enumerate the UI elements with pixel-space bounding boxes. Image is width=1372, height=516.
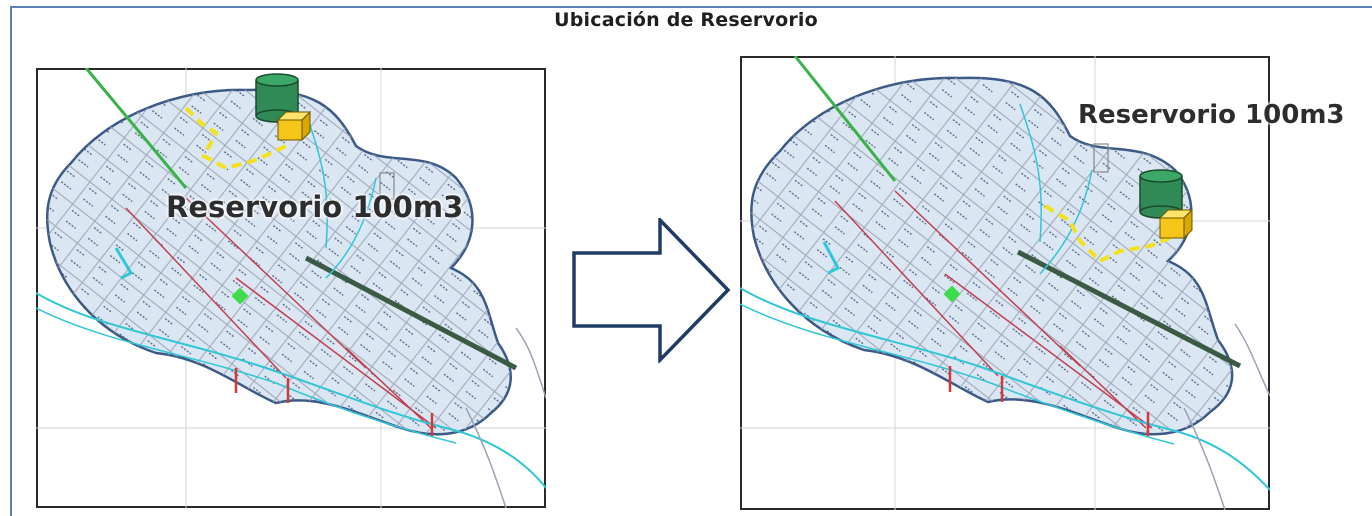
page-title: Ubicación de Reservorio	[554, 9, 818, 31]
transition-arrow	[570, 215, 735, 367]
river	[36, 292, 546, 489]
right-arrow-icon	[572, 215, 731, 365]
conduction-line	[1043, 204, 1171, 264]
valve-box-icon	[276, 110, 312, 142]
valve-box-icon	[1158, 208, 1194, 240]
park	[231, 287, 249, 305]
discharge-markers	[948, 366, 1150, 436]
conduction-line	[184, 106, 287, 171]
park	[943, 285, 961, 303]
reservoir-label: Reservorio 100m3	[166, 190, 464, 224]
map-before: Reservorio 100m3	[36, 68, 546, 508]
map-after-figure	[740, 56, 1270, 510]
main-roads	[793, 56, 1242, 429]
discharge-markers	[234, 368, 434, 436]
main-roads	[84, 68, 518, 429]
page-frame	[10, 6, 1372, 516]
map-before-figure	[36, 68, 546, 508]
reservoir-label: Reservorio 100m3	[1078, 100, 1345, 130]
map-after: Reservorio 100m3	[740, 56, 1345, 510]
river	[740, 287, 1270, 491]
